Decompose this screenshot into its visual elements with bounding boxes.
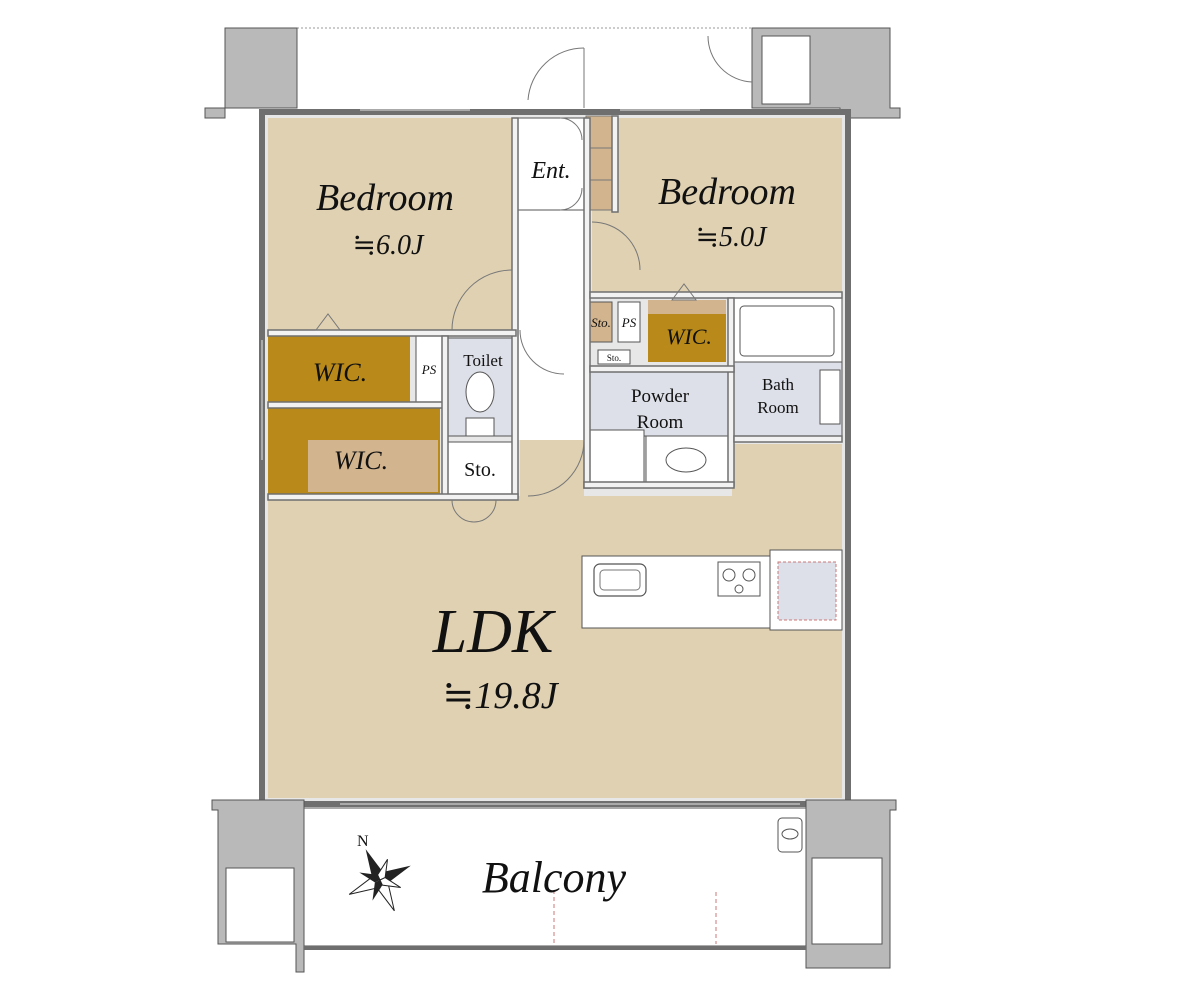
toilet-label: Toilet (463, 351, 503, 370)
ps-center-area (617, 301, 641, 343)
powder-room-area (589, 371, 729, 437)
ldk-area (268, 496, 842, 798)
ldk-name: LDK (432, 598, 557, 666)
top-pillars (204, 27, 901, 119)
bath-room-label-line1: Bath (762, 375, 795, 394)
windows (261, 109, 800, 805)
kitchen-counter (581, 549, 843, 631)
storage-small-area (597, 349, 631, 365)
wic-left-top-area (268, 336, 410, 402)
balcony-partitions (553, 890, 717, 944)
bedroom-right-name: Bedroom (658, 171, 796, 213)
compass-north-label: N (357, 833, 369, 850)
doors (315, 47, 697, 523)
balcony-faucet (777, 817, 803, 853)
powder-room-label-line2: Room (637, 412, 684, 433)
balcony-name: Balcony (482, 853, 627, 902)
bedroom-right-size: ≒5.0J (696, 222, 768, 253)
interior-walls (267, 115, 843, 501)
powder-room-label-line1: Powder (631, 386, 690, 407)
ps-left-label: PS (421, 362, 437, 377)
ldk-area-kitchen (732, 444, 842, 502)
wic-right-label: WIC. (666, 324, 712, 349)
bedroom-left-size: ≒6.0J (353, 230, 425, 261)
wic-left-top-label: WIC. (313, 358, 367, 387)
ps-center-label: PS (621, 315, 637, 330)
wic-left-bottom-label: WIC. (334, 446, 388, 475)
ldk-size: ≒19.8J (442, 675, 559, 717)
storage-center-label: Sto. (591, 315, 611, 330)
compass-icon (348, 849, 411, 912)
entrance-label: Ent. (530, 158, 570, 184)
bath-room-label-line2: Room (757, 398, 799, 417)
storage-left-label: Sto. (464, 459, 496, 481)
ldk-area-upper (520, 440, 584, 500)
bedroom-right-area (592, 118, 842, 292)
bedroom-left-name: Bedroom (316, 177, 454, 219)
storage-small-label: Sto. (607, 353, 621, 363)
bedroom-left-area (268, 118, 512, 330)
